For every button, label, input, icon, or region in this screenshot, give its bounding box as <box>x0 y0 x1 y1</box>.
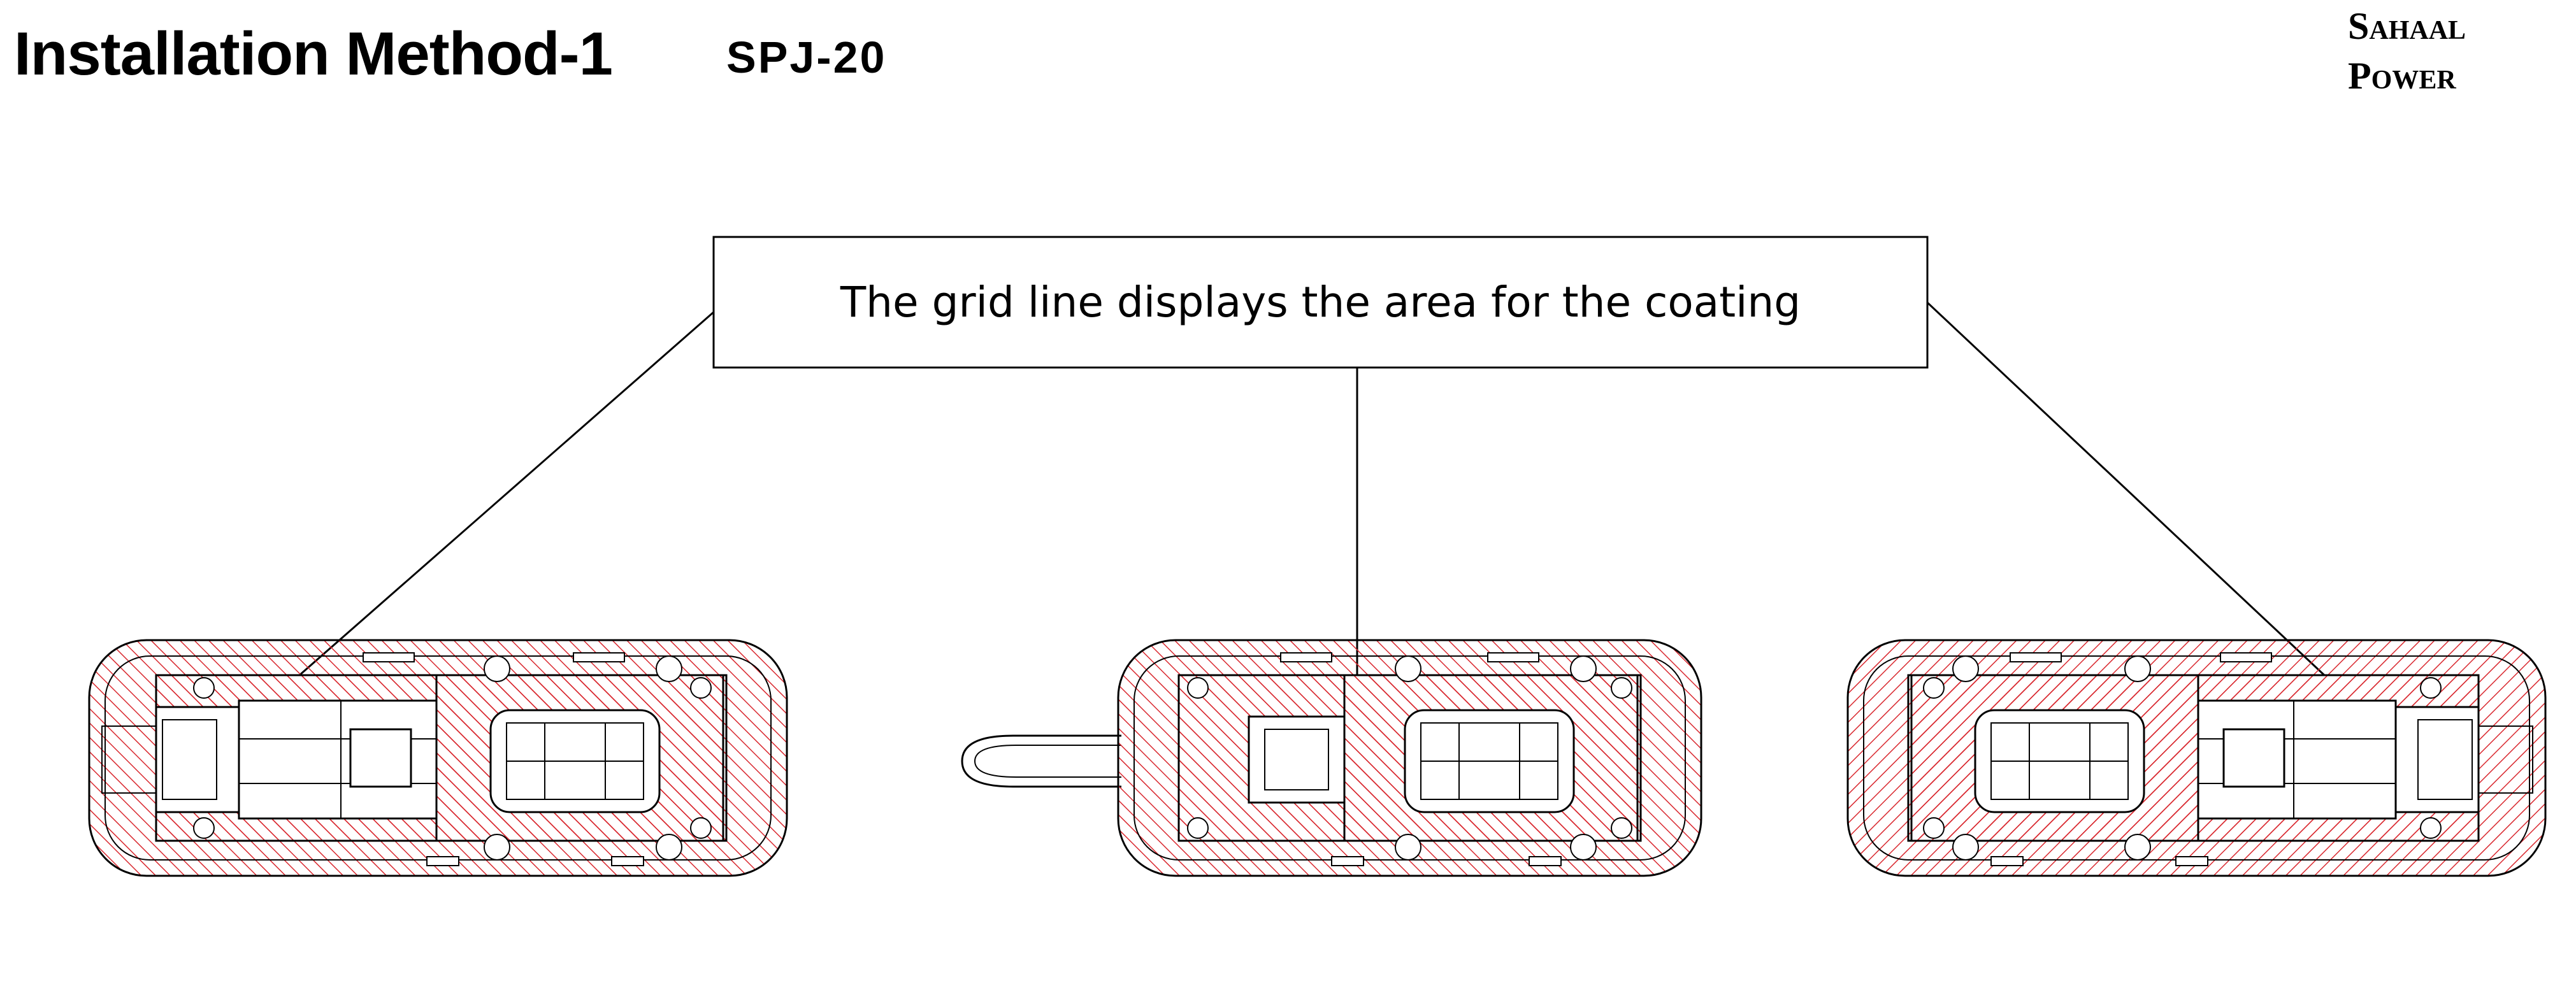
callout-box <box>712 236 1929 369</box>
brand-logo: Sahaal Power <box>2348 1 2466 101</box>
page-title: Installation Method-1 <box>14 20 613 88</box>
connector-left <box>88 639 788 877</box>
connector-right <box>1846 639 2547 877</box>
brand-line-1: Sahaal <box>2348 5 2466 47</box>
leader-line-left <box>299 311 714 676</box>
connector-center <box>961 639 1702 877</box>
leader-line-right <box>1926 301 2326 676</box>
brand-line-2: Power <box>2348 55 2456 97</box>
callout-label: The grid line displays the area for the … <box>840 278 1801 327</box>
model-number: SPJ-20 <box>726 32 887 82</box>
